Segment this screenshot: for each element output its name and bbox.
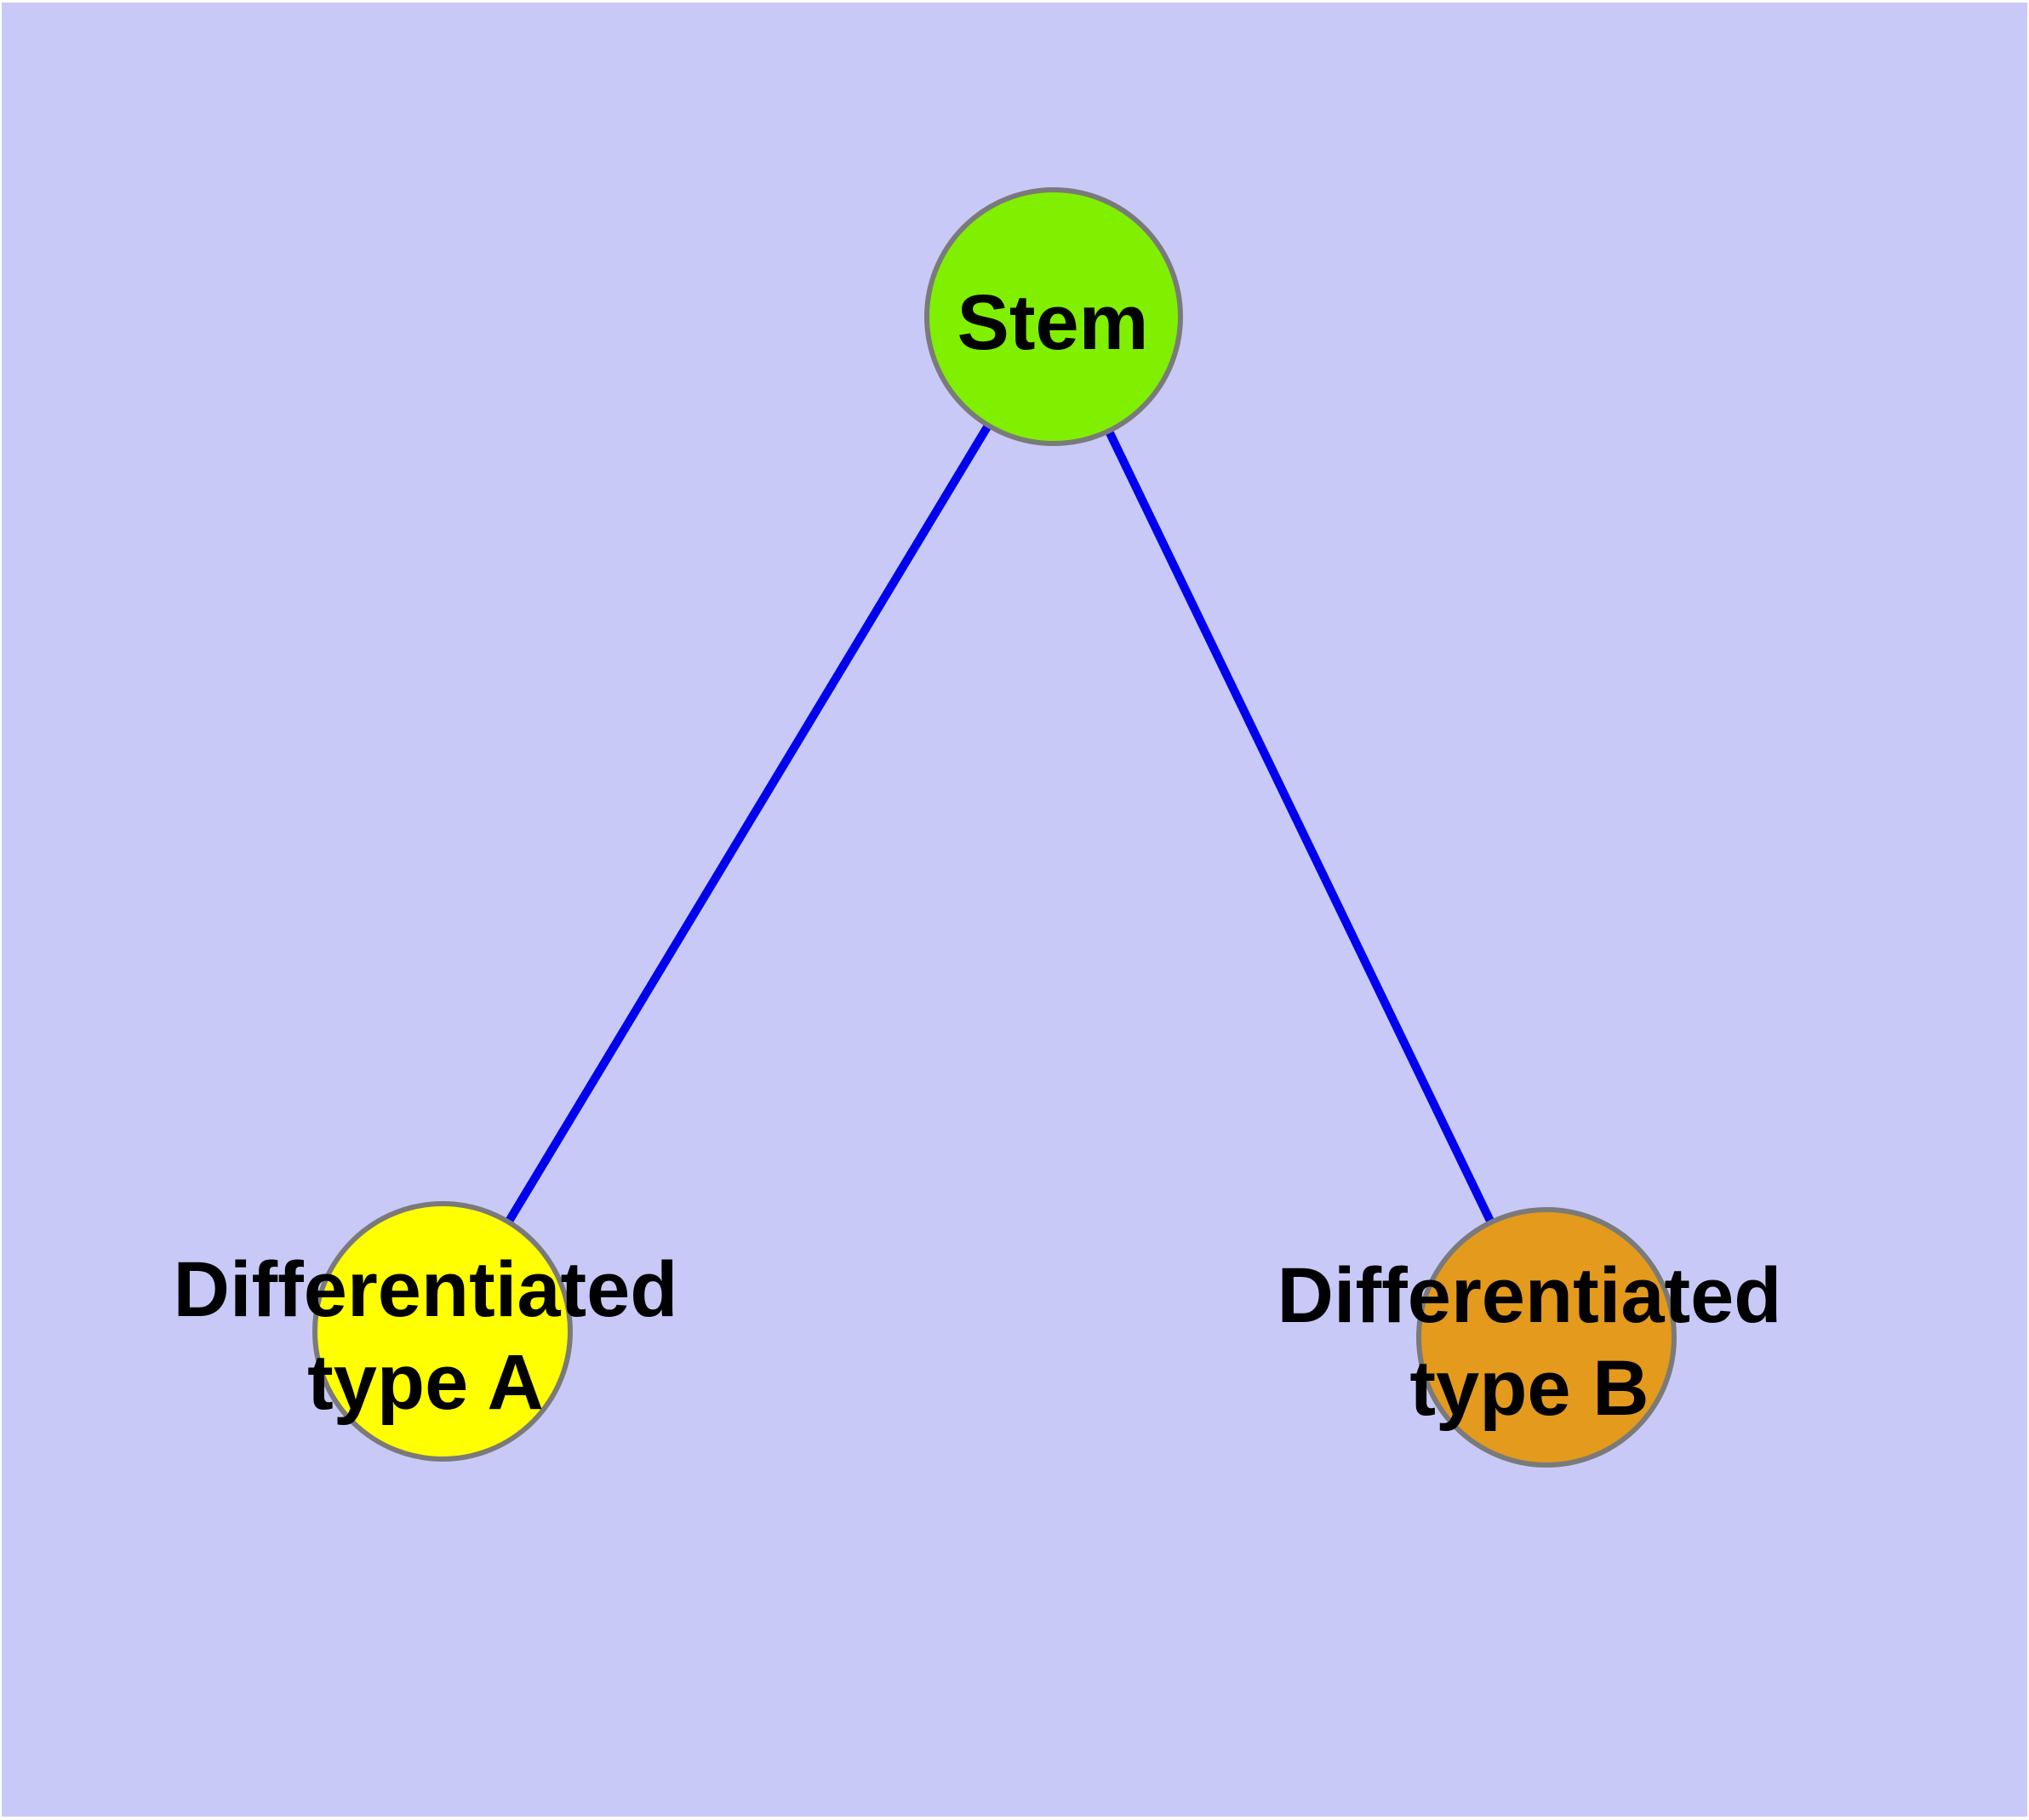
node-labels: Stem Differentiated type A Differentiate… [174, 279, 1782, 1432]
nodes [312, 187, 1677, 1468]
node-type-a-label-line1: Differentiated [174, 1246, 678, 1333]
node-type-b-label-line1: Differentiated [1277, 1252, 1782, 1339]
node-stem-label: Stem [957, 279, 1149, 366]
edge-stem-to-type-b [1049, 314, 1551, 1340]
node-stem [924, 187, 1183, 446]
node-type-b-label-line2: type B [1409, 1345, 1649, 1432]
node-differentiated-type-b [1416, 1207, 1677, 1468]
node-type-a-label-line2: type A [307, 1339, 544, 1426]
node-differentiated-type-a [312, 1201, 573, 1462]
edge-stem-to-type-a [438, 314, 1058, 1334]
edges [438, 314, 1551, 1340]
